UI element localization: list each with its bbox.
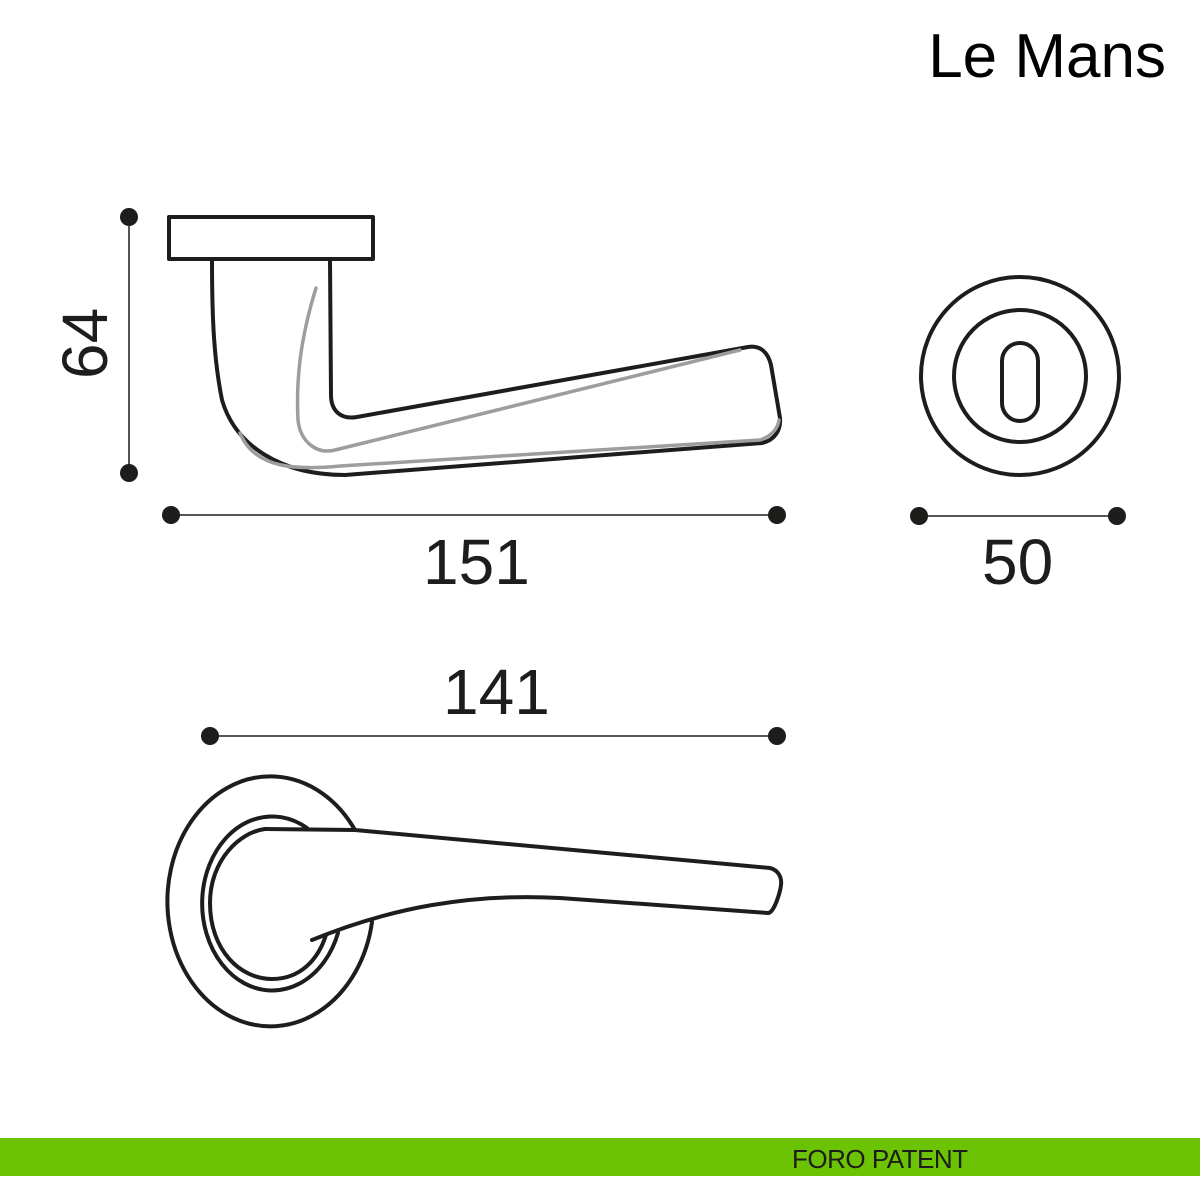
product-title: Le Mans [928, 22, 1166, 91]
lever-highlight-lower [238, 418, 781, 470]
lever-top-outline [263, 827, 784, 942]
rose-plate [167, 215, 375, 261]
footer-bar: FORO PATENT [0, 1138, 1200, 1176]
height-label: 64 [49, 307, 121, 379]
length-label: 151 [423, 526, 530, 598]
top-view-handle [165, 774, 784, 1029]
keyhole-slot [1000, 341, 1040, 423]
height-dimension-line [120, 208, 138, 482]
lever-highlight-upper [295, 286, 742, 453]
side-view-handle [167, 215, 783, 477]
inner-rose [208, 827, 328, 981]
inner-rose-ring [200, 814, 340, 993]
lever-outline [210, 258, 783, 477]
keyhole-escutcheon [919, 275, 1121, 477]
rose-diameter-label: 50 [982, 526, 1054, 598]
rose-diameter-dimension-line [910, 507, 1126, 525]
projection-label: 141 [443, 656, 550, 728]
projection-dimension-line [201, 727, 786, 745]
length-dimension-line [162, 506, 786, 524]
outer-rose [165, 774, 374, 1029]
footer-label: FORO PATENT [792, 1144, 968, 1174]
